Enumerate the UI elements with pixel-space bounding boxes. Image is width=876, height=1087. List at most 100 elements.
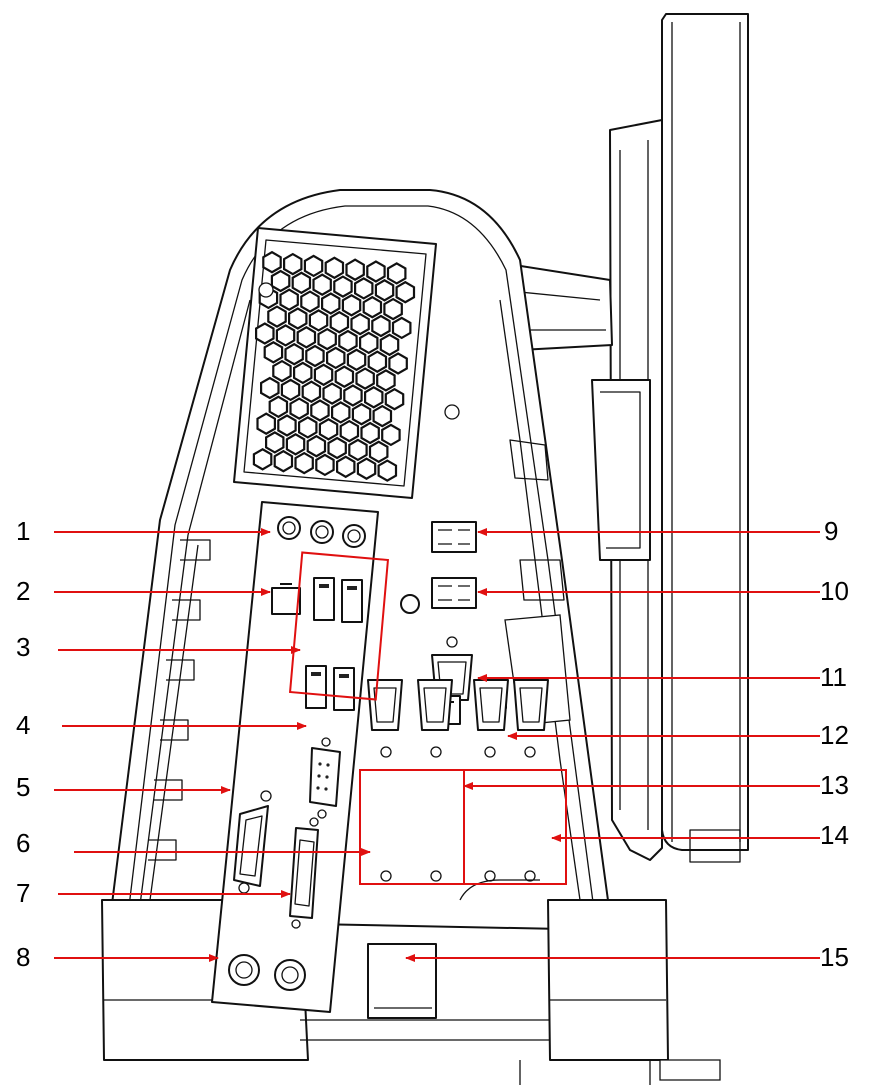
fan-grille-cell xyxy=(283,252,303,276)
usb-ports-9 xyxy=(431,521,477,553)
fan-grille-cell xyxy=(386,262,407,285)
fan-grille-cell xyxy=(279,288,299,311)
fan-grille-cell xyxy=(310,399,330,422)
audio-jacks xyxy=(277,516,366,548)
callout-label-2: 2 xyxy=(16,576,31,606)
fan-grille-cell xyxy=(321,292,341,315)
fan-grille-cell xyxy=(285,433,306,456)
fan-grille-cell xyxy=(329,310,350,334)
callout-label-15: 15 xyxy=(820,942,849,972)
callout-arrows xyxy=(54,528,820,962)
fan-grille-cell xyxy=(331,401,351,424)
fan-grille-cell xyxy=(306,434,327,458)
fan-grille-cell xyxy=(305,344,325,368)
fan-grille-cell xyxy=(383,297,403,321)
fan-grille-cell xyxy=(280,378,301,402)
fan-grille-cell xyxy=(263,341,284,364)
callout-label-3: 3 xyxy=(16,632,31,662)
fan-grille-cell xyxy=(324,256,345,280)
callout-label-5: 5 xyxy=(16,772,31,802)
fan-grille-cell xyxy=(334,365,355,388)
fan-grille-cell xyxy=(374,279,395,302)
fan-grille-cell xyxy=(343,384,363,407)
fan-grille-cell xyxy=(270,269,291,293)
fan-grille-cell xyxy=(275,324,296,347)
monitor-panel xyxy=(591,13,749,863)
fan-grille-cell xyxy=(341,294,362,317)
fan-grille-cell xyxy=(379,333,400,357)
fan-grille-cell xyxy=(356,457,377,480)
fan-grille-cell xyxy=(252,448,273,471)
fan-grille-cell xyxy=(262,250,282,274)
fan-grille-cell xyxy=(381,423,401,447)
fan-grille-cell xyxy=(315,453,335,477)
callout-label-14: 14 xyxy=(820,820,849,850)
fan-grille-cell xyxy=(260,376,280,400)
fan-grille-cell xyxy=(359,331,379,355)
fan-grille-cell xyxy=(384,387,405,411)
fan-grille-cell xyxy=(345,258,365,281)
fan-grille-cell xyxy=(348,438,368,462)
fan-grille-cell xyxy=(312,273,332,296)
callout-label-8: 8 xyxy=(16,942,31,972)
fan-grille-cell xyxy=(256,412,276,435)
fan-grille xyxy=(233,227,460,499)
left-io-panel xyxy=(211,501,379,1013)
fan-grille-cell xyxy=(367,350,388,373)
fan-grille-cell xyxy=(368,440,389,464)
callout-label-6: 6 xyxy=(16,828,31,858)
fan-grille-cell xyxy=(289,397,309,420)
fan-grille-cell xyxy=(327,436,347,460)
fan-grille-cell xyxy=(354,277,374,300)
usb-group-highlight-box xyxy=(288,551,390,701)
fan-grille-cell xyxy=(338,329,358,353)
fan-grille-cell xyxy=(273,449,294,473)
fan-grille-cell xyxy=(377,459,398,482)
fan-grille-cell xyxy=(284,342,304,366)
fan-grille-cell xyxy=(355,367,375,390)
fan-grille-cell xyxy=(268,395,289,419)
fan-grille-cell xyxy=(395,280,416,304)
callout-label-11: 11 xyxy=(820,662,847,692)
ps2-ports xyxy=(228,954,306,991)
fan-grille-cell xyxy=(376,369,396,392)
parallel-port xyxy=(233,790,272,894)
fan-grille-cell xyxy=(300,290,320,313)
dvi-port xyxy=(289,817,319,929)
callout-label-1: 1 xyxy=(16,516,31,546)
usb-ports-10 xyxy=(431,577,477,609)
vga-port xyxy=(309,737,341,819)
fan-grille-cell xyxy=(371,314,391,338)
callout-label-10: 10 xyxy=(820,576,849,606)
usb-ports-left xyxy=(305,577,363,711)
fan-grille-cell xyxy=(351,402,372,426)
fan-grille-cell xyxy=(362,295,383,319)
fan-grille-cell xyxy=(298,416,318,439)
fan-grille-cell xyxy=(350,312,370,336)
fan-grille-cell xyxy=(366,260,386,283)
fan-grille-cell xyxy=(303,254,324,278)
fan-grille-cell xyxy=(322,382,342,405)
fan-grille-cell xyxy=(372,404,393,428)
fan-grille-cell xyxy=(277,414,297,437)
callout-label-9: 9 xyxy=(824,516,839,546)
fan-grille-cell xyxy=(326,346,346,370)
lan-port xyxy=(271,583,301,615)
fan-grille-cell xyxy=(308,309,329,332)
fan-grille-cell xyxy=(313,363,334,387)
fan-grille-cell xyxy=(317,327,337,351)
fan-grille-cell xyxy=(291,271,312,295)
fan-grille-cell xyxy=(272,359,292,383)
fan-grille-cell xyxy=(333,275,353,298)
callout-label-7: 7 xyxy=(16,878,31,908)
fan-grille-cell xyxy=(388,352,408,375)
callout-label-4: 4 xyxy=(16,710,31,740)
callout-label-12: 12 xyxy=(820,720,849,750)
fan-grille-cell xyxy=(346,348,367,372)
fan-grille-cell xyxy=(288,307,308,330)
fan-grille-cell xyxy=(301,380,322,403)
fan-grille-cell xyxy=(360,421,380,445)
fan-grille-cell xyxy=(255,322,275,345)
fan-grille-cell xyxy=(339,419,360,443)
